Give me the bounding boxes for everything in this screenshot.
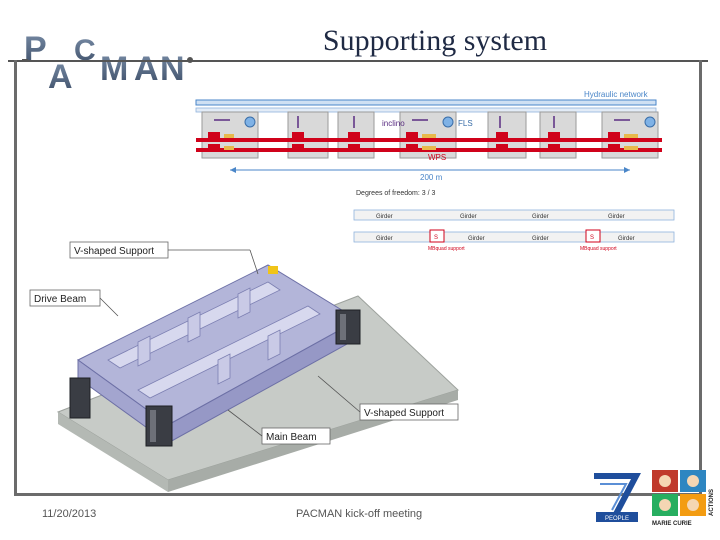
svg-text:Girder: Girder [532,236,549,242]
slide-title: Supporting system [322,24,548,57]
svg-text:Girder: Girder [468,236,485,242]
actions-text: ACTIONS [709,489,715,516]
wps-markers [224,134,638,150]
fls-sensors [244,116,656,128]
sensor-blocks [208,132,620,152]
incline-label: inclino [382,119,405,128]
svg-text:S: S [590,235,594,241]
callout-drive-beam: Drive Beam [34,294,86,305]
svg-text:P: P [24,30,47,68]
svg-text:N: N [160,50,185,88]
callout-v-support-bottom: V-shaped Support [364,408,444,419]
wps-label: WPS [428,153,446,162]
svg-text:Girder: Girder [376,236,393,242]
footer-date: 11/20/2013 [42,508,97,520]
hydraulic-network-label: Hydraulic network [584,90,649,99]
fp7-text: PEOPLE [605,516,629,522]
svg-text:M: M [100,50,128,88]
supporting-system-figure: Hydraulic network [29,90,675,492]
svg-text:A: A [134,50,159,88]
marie-curie-logo: MARIE CURIE ACTIONS [652,470,715,527]
callout-v-support-top: V-shaped Support [74,246,154,257]
dof-label: Degrees of freedom: 3 / 3 [356,190,435,197]
girder-table: Girder Girder Girder Girder Girder Girde… [353,209,675,252]
beam-line-upper [196,138,662,142]
svg-text:Girder: Girder [460,214,477,220]
callouts: V-shaped Support Drive Beam V-shaped Sup… [29,241,459,445]
marie-curie-text: MARIE CURIE [652,521,692,527]
fp7-people-logo: PEOPLE [594,473,641,522]
distance-label: 200 m [420,173,443,182]
svg-text:C: C [74,34,96,67]
svg-text:Girder: Girder [608,214,625,220]
svg-text:Girder: Girder [532,214,549,220]
inclinometer-arrows [214,116,630,128]
svg-text:A: A [48,58,73,96]
svg-text:Girder: Girder [376,214,393,220]
title-rule [8,60,708,62]
svg-text:Girder: Girder [618,236,635,242]
svg-text:MBquad support: MBquad support [580,246,617,252]
fls-label: FLS [458,119,473,128]
pacman-logo: P A C M A N [22,30,193,96]
svg-text:S: S [434,235,438,241]
callout-main-beam: Main Beam [266,432,317,443]
svg-text:MBquad support: MBquad support [428,246,465,252]
footer-event: PACMAN kick-off meeting [296,508,423,520]
hydraulic-schematic: Hydraulic network [195,90,675,252]
content-frame [14,60,702,496]
support-assembly-drawing [56,264,459,492]
